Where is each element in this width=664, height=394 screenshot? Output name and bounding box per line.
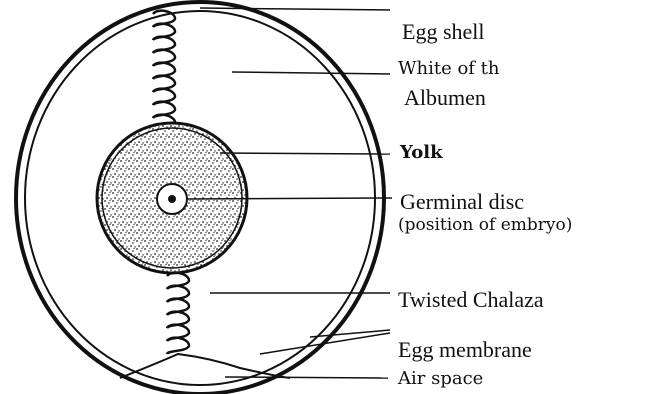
label-twisted-chalaza: Twisted Chalaza (392, 286, 550, 314)
leader-yolk (220, 153, 390, 154)
lower-chalaza (167, 273, 189, 354)
leader-air-space (225, 377, 388, 378)
label-egg-membrane: Egg membrane (392, 336, 538, 364)
germinal-disc-center (168, 195, 176, 203)
label-albumen: Albumen (398, 84, 492, 112)
label-germinal-disc: Germinal disc (394, 188, 526, 216)
leader-egg-shell (200, 8, 390, 10)
leader-germinal-disc (186, 198, 392, 199)
label-white-of-egg: White of th (398, 58, 500, 80)
label-embryo-position: (position of embryo) (398, 214, 572, 236)
upper-chalaza (153, 11, 175, 131)
leader-white (232, 72, 390, 74)
label-egg-shell: Egg shell (396, 18, 491, 46)
air-space-region (120, 354, 290, 378)
label-yolk: Yolk (400, 142, 443, 164)
label-air-space: Air space (398, 368, 487, 390)
